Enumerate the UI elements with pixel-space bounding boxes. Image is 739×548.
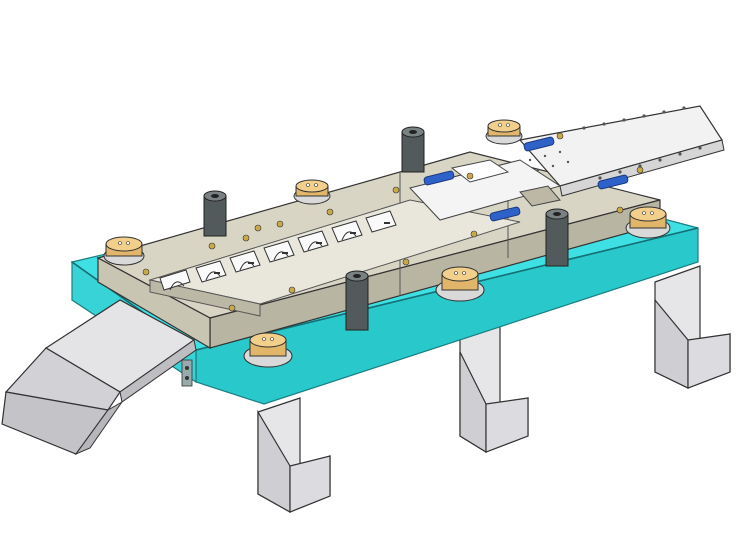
clamp-icon bbox=[423, 136, 629, 222]
screw-heads bbox=[142, 132, 644, 312]
support-stand-left bbox=[257, 397, 331, 514]
support-stand-middle bbox=[459, 323, 529, 454]
spring-bushing-icon bbox=[103, 119, 671, 368]
guide-post-icon bbox=[203, 126, 569, 331]
chute-icon bbox=[1, 299, 197, 456]
formed-parts-row bbox=[159, 210, 397, 291]
support-stand-right bbox=[654, 265, 731, 389]
